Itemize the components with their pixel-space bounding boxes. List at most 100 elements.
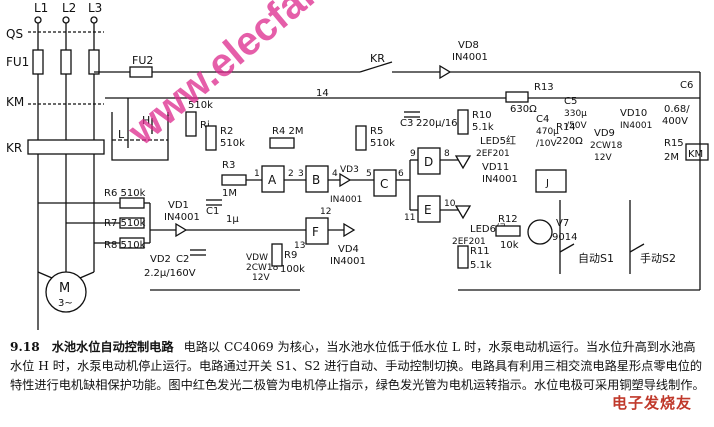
- label-vd11: VD11: [482, 162, 509, 173]
- label-vd9: VD9: [594, 128, 615, 139]
- pin-11: 11: [404, 213, 415, 223]
- label-km: KM: [6, 95, 24, 109]
- pin-5: 5: [366, 169, 372, 179]
- label-r9: R9: [284, 250, 297, 261]
- three-phase-lines: L1 L2 L3 QS FU1 KM KR M 3~: [6, 1, 105, 330]
- pin-10: 10: [444, 199, 456, 209]
- resistor-r9: [271, 243, 283, 267]
- pin-3: 3: [298, 169, 304, 179]
- resistor-r10: [457, 109, 469, 135]
- label-vd4: VD4: [338, 244, 359, 255]
- pin-13: 13: [294, 241, 305, 251]
- label-vd8: VD8: [458, 40, 479, 51]
- label-r8: R8 510k: [104, 240, 146, 251]
- label-c3: C3: [400, 118, 413, 129]
- label-c1-val: 1μ: [226, 214, 239, 225]
- label-l3: L3: [88, 1, 102, 15]
- label-r3-val: 1M: [222, 188, 237, 199]
- resistor-r5: [355, 125, 367, 151]
- label-led5-type: 2EF201: [476, 149, 510, 159]
- label-r9-val: 100k: [280, 264, 305, 275]
- label-r14-val: 220Ω: [556, 136, 583, 147]
- label-c5-v: /50V: [566, 121, 587, 131]
- label-c1: C1: [206, 206, 219, 217]
- label-r10: R10: [472, 110, 492, 121]
- label-v7: V7: [556, 218, 569, 229]
- label-gate-a: A: [268, 173, 277, 187]
- label-r2-val: 510k: [220, 138, 245, 149]
- label-relay-j: J: [545, 178, 549, 189]
- label-r10-val: 5.1k: [472, 122, 494, 133]
- diode-vd8: [439, 64, 452, 80]
- top-rail: FU2 KR VD8 IN4001 14 R13 630Ω C6: [94, 40, 700, 115]
- input-network: R6 510k R7 510k R8 510k VD1 IN4001 VD2 C…: [38, 188, 306, 291]
- label-vd3-type: IN4001: [330, 195, 362, 205]
- led5-red: [454, 155, 472, 170]
- circuit-diagram: L1 L2 L3 QS FU1 KM KR M 3~ FU2 KR VD8 IN…: [6, 1, 709, 330]
- fuse-fu1-a: [32, 49, 44, 75]
- label-l1: L1: [34, 1, 48, 15]
- label-c5-val: 330μ: [564, 109, 587, 119]
- pin-12: 12: [320, 207, 331, 217]
- label-vd4-type: IN4001: [330, 256, 366, 267]
- label-v7-type: 9014: [552, 232, 577, 243]
- logic-gates: A B C D E F 1 2 3 4 5 6 9 8 10 11 12 13: [232, 147, 458, 251]
- schematic-svg: L1 L2 L3 QS FU1 KM KR M 3~ FU2 KR VD8 IN…: [6, 1, 709, 330]
- label-r7: R7 510k: [104, 218, 146, 229]
- label-c2-val: 2.2μ/160V: [144, 268, 196, 279]
- pin-2: 2: [288, 169, 294, 179]
- pin-9: 9: [410, 149, 416, 159]
- label-r15-r: 2M: [664, 152, 679, 163]
- resistor-ri: [185, 111, 197, 137]
- label-vd8-type: IN4001: [452, 52, 488, 63]
- label-ri: Ri: [200, 120, 210, 131]
- label-c4-v: /10V: [536, 139, 557, 149]
- gate-f: [305, 217, 329, 245]
- label-r5-val: 510k: [370, 138, 395, 149]
- resistor-r12: [495, 225, 521, 237]
- label-r4: R4 2M: [272, 126, 303, 137]
- resistor-r11: [457, 245, 469, 269]
- label-r12: R12: [498, 214, 518, 225]
- label-kr-left: KR: [6, 141, 22, 155]
- label-switch-s1: 自动S1: [578, 252, 614, 265]
- caption-title: 水池水位自动控制电路: [51, 340, 174, 354]
- label-r14: R14: [556, 122, 576, 133]
- label-fu1: FU1: [6, 55, 29, 69]
- led6-green: [454, 205, 472, 220]
- resistor-r13: [505, 91, 529, 103]
- label-r15-v: 400V: [662, 116, 688, 127]
- label-c3-val: 220μ/16: [416, 118, 458, 129]
- label-vd11-type: IN4001: [482, 174, 518, 185]
- label-r11: R11: [470, 246, 490, 257]
- diode-vd3: [339, 172, 352, 188]
- label-fu2: FU2: [132, 54, 153, 67]
- label-vdw: VDW: [246, 253, 268, 263]
- relay-j: [535, 169, 567, 193]
- km-coil: [685, 143, 709, 161]
- fuse-fu1-c: [88, 49, 100, 75]
- label-vd10: VD10: [620, 108, 647, 119]
- label-vd9-type: 2CW18: [590, 141, 623, 151]
- pin-4: 4: [332, 169, 338, 179]
- label-gate-b: B: [312, 173, 320, 187]
- resistor-r4: [269, 137, 295, 149]
- label-r13-val: 630Ω: [510, 104, 537, 115]
- label-km-coil: KM: [688, 149, 703, 160]
- transistor-v7: [527, 219, 553, 245]
- label-c4: C4: [536, 114, 549, 125]
- label-vd10-type: IN4001: [620, 121, 652, 131]
- label-vd3: VD3: [340, 165, 359, 175]
- gate-e: [417, 195, 441, 223]
- gate-components: R2 510k R4 2M R3 1M C1 1μ R5 510k VD3 IN…: [205, 111, 458, 267]
- label-led5: LED5红: [480, 134, 516, 147]
- site-logo: 电子发烧友: [612, 394, 693, 412]
- caption-body: 电路以 CC4069 为核心，当水池水位低于低水位 L 时，水泵电动机运行。当水…: [10, 340, 705, 392]
- label-vdw-type: 2CW18: [246, 263, 279, 273]
- label-gate-e: E: [424, 203, 432, 217]
- diode-vd2: [175, 222, 188, 238]
- label-r2: R2: [220, 126, 233, 137]
- label-gate-d: D: [424, 155, 433, 169]
- label-vd2: VD2: [150, 254, 171, 265]
